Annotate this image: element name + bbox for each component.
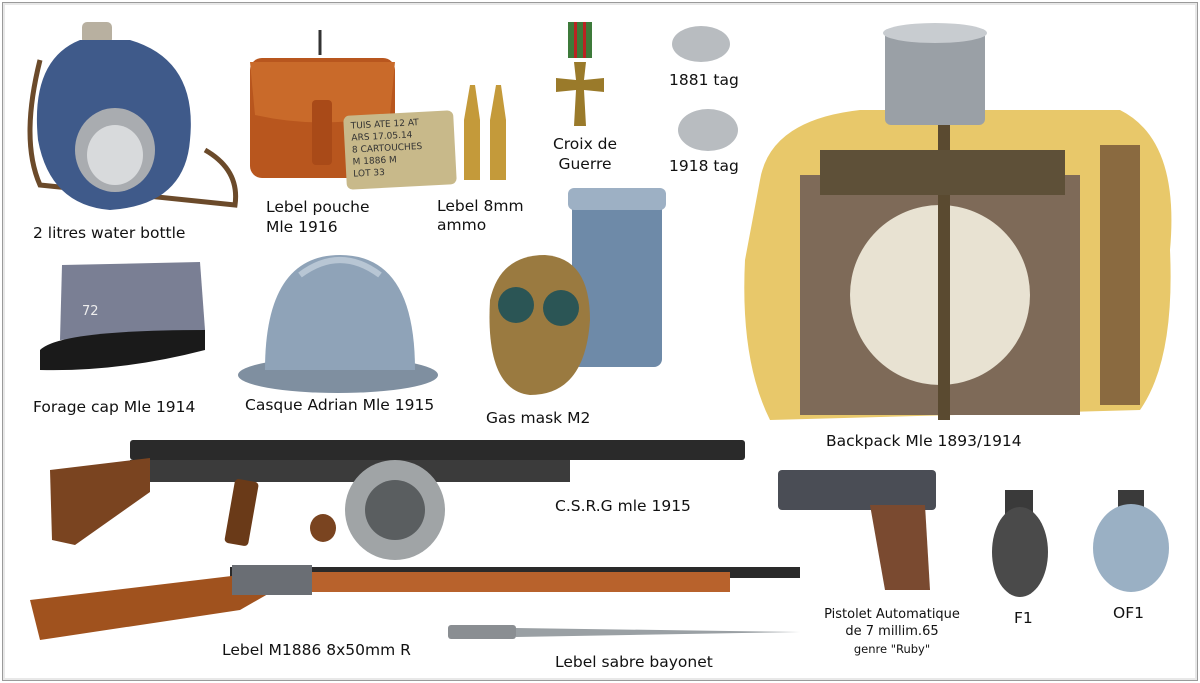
pistol-image bbox=[778, 470, 936, 590]
croix-label-line1: Croix de bbox=[552, 135, 618, 153]
helmet-label: Casque Adrian Mle 1915 bbox=[245, 396, 435, 414]
ammo-label-line2: ammo bbox=[437, 216, 487, 234]
f1-grenade-image bbox=[992, 490, 1048, 597]
pouch-label-line1: Lebel pouche bbox=[266, 198, 370, 216]
forage-cap-label: Forage cap Mle 1914 bbox=[33, 398, 196, 416]
ammo-box-image bbox=[343, 110, 457, 190]
tag-1918-image bbox=[678, 109, 738, 151]
of1-label: OF1 bbox=[1113, 604, 1144, 622]
csrg-image bbox=[50, 440, 745, 560]
f1-label: F1 bbox=[1014, 609, 1033, 627]
bayonet-image bbox=[448, 625, 800, 639]
gas-mask-label: Gas mask M2 bbox=[486, 409, 591, 427]
tag-1881-label: 1881 tag bbox=[669, 71, 739, 89]
croix-label-line2: Guerre bbox=[558, 155, 612, 173]
backpack-label: Backpack Mle 1893/1914 bbox=[826, 432, 1022, 450]
csrg-label: C.S.R.G mle 1915 bbox=[555, 497, 691, 515]
forage-cap-image bbox=[40, 262, 205, 371]
ammo-box-label: TUIS ATE 12 AT ARS 17.05.14 8 CARTOUCHES… bbox=[350, 115, 453, 180]
rifle-label: Lebel M1886 8x50mm R bbox=[222, 641, 411, 659]
croix-de-guerre-image bbox=[556, 22, 604, 126]
tag-1918-label: 1918 tag bbox=[669, 157, 739, 175]
lebel-rifle-image bbox=[30, 565, 800, 640]
pistol-label-line2: de 7 millim.65 bbox=[845, 624, 939, 639]
helmet-image bbox=[238, 255, 438, 393]
bayonet-label: Lebel sabre bayonet bbox=[555, 653, 713, 671]
cap-number: 72 bbox=[82, 304, 99, 319]
pistol-label-line3: genre "Ruby" bbox=[853, 642, 931, 656]
cartridges-image bbox=[464, 85, 506, 180]
water-bottle-label: 2 litres water bottle bbox=[33, 224, 186, 242]
pistol-label-line1: Pistolet Automatique bbox=[824, 607, 960, 622]
gas-mask-image bbox=[489, 188, 666, 395]
water-bottle-image bbox=[27, 22, 239, 210]
backpack-image bbox=[744, 23, 1172, 420]
of1-grenade-image bbox=[1093, 490, 1169, 592]
tag-1881-image bbox=[672, 26, 730, 62]
ammo-label-line1: Lebel 8mm bbox=[437, 197, 524, 215]
pouch-label-line2: Mle 1916 bbox=[266, 218, 338, 236]
